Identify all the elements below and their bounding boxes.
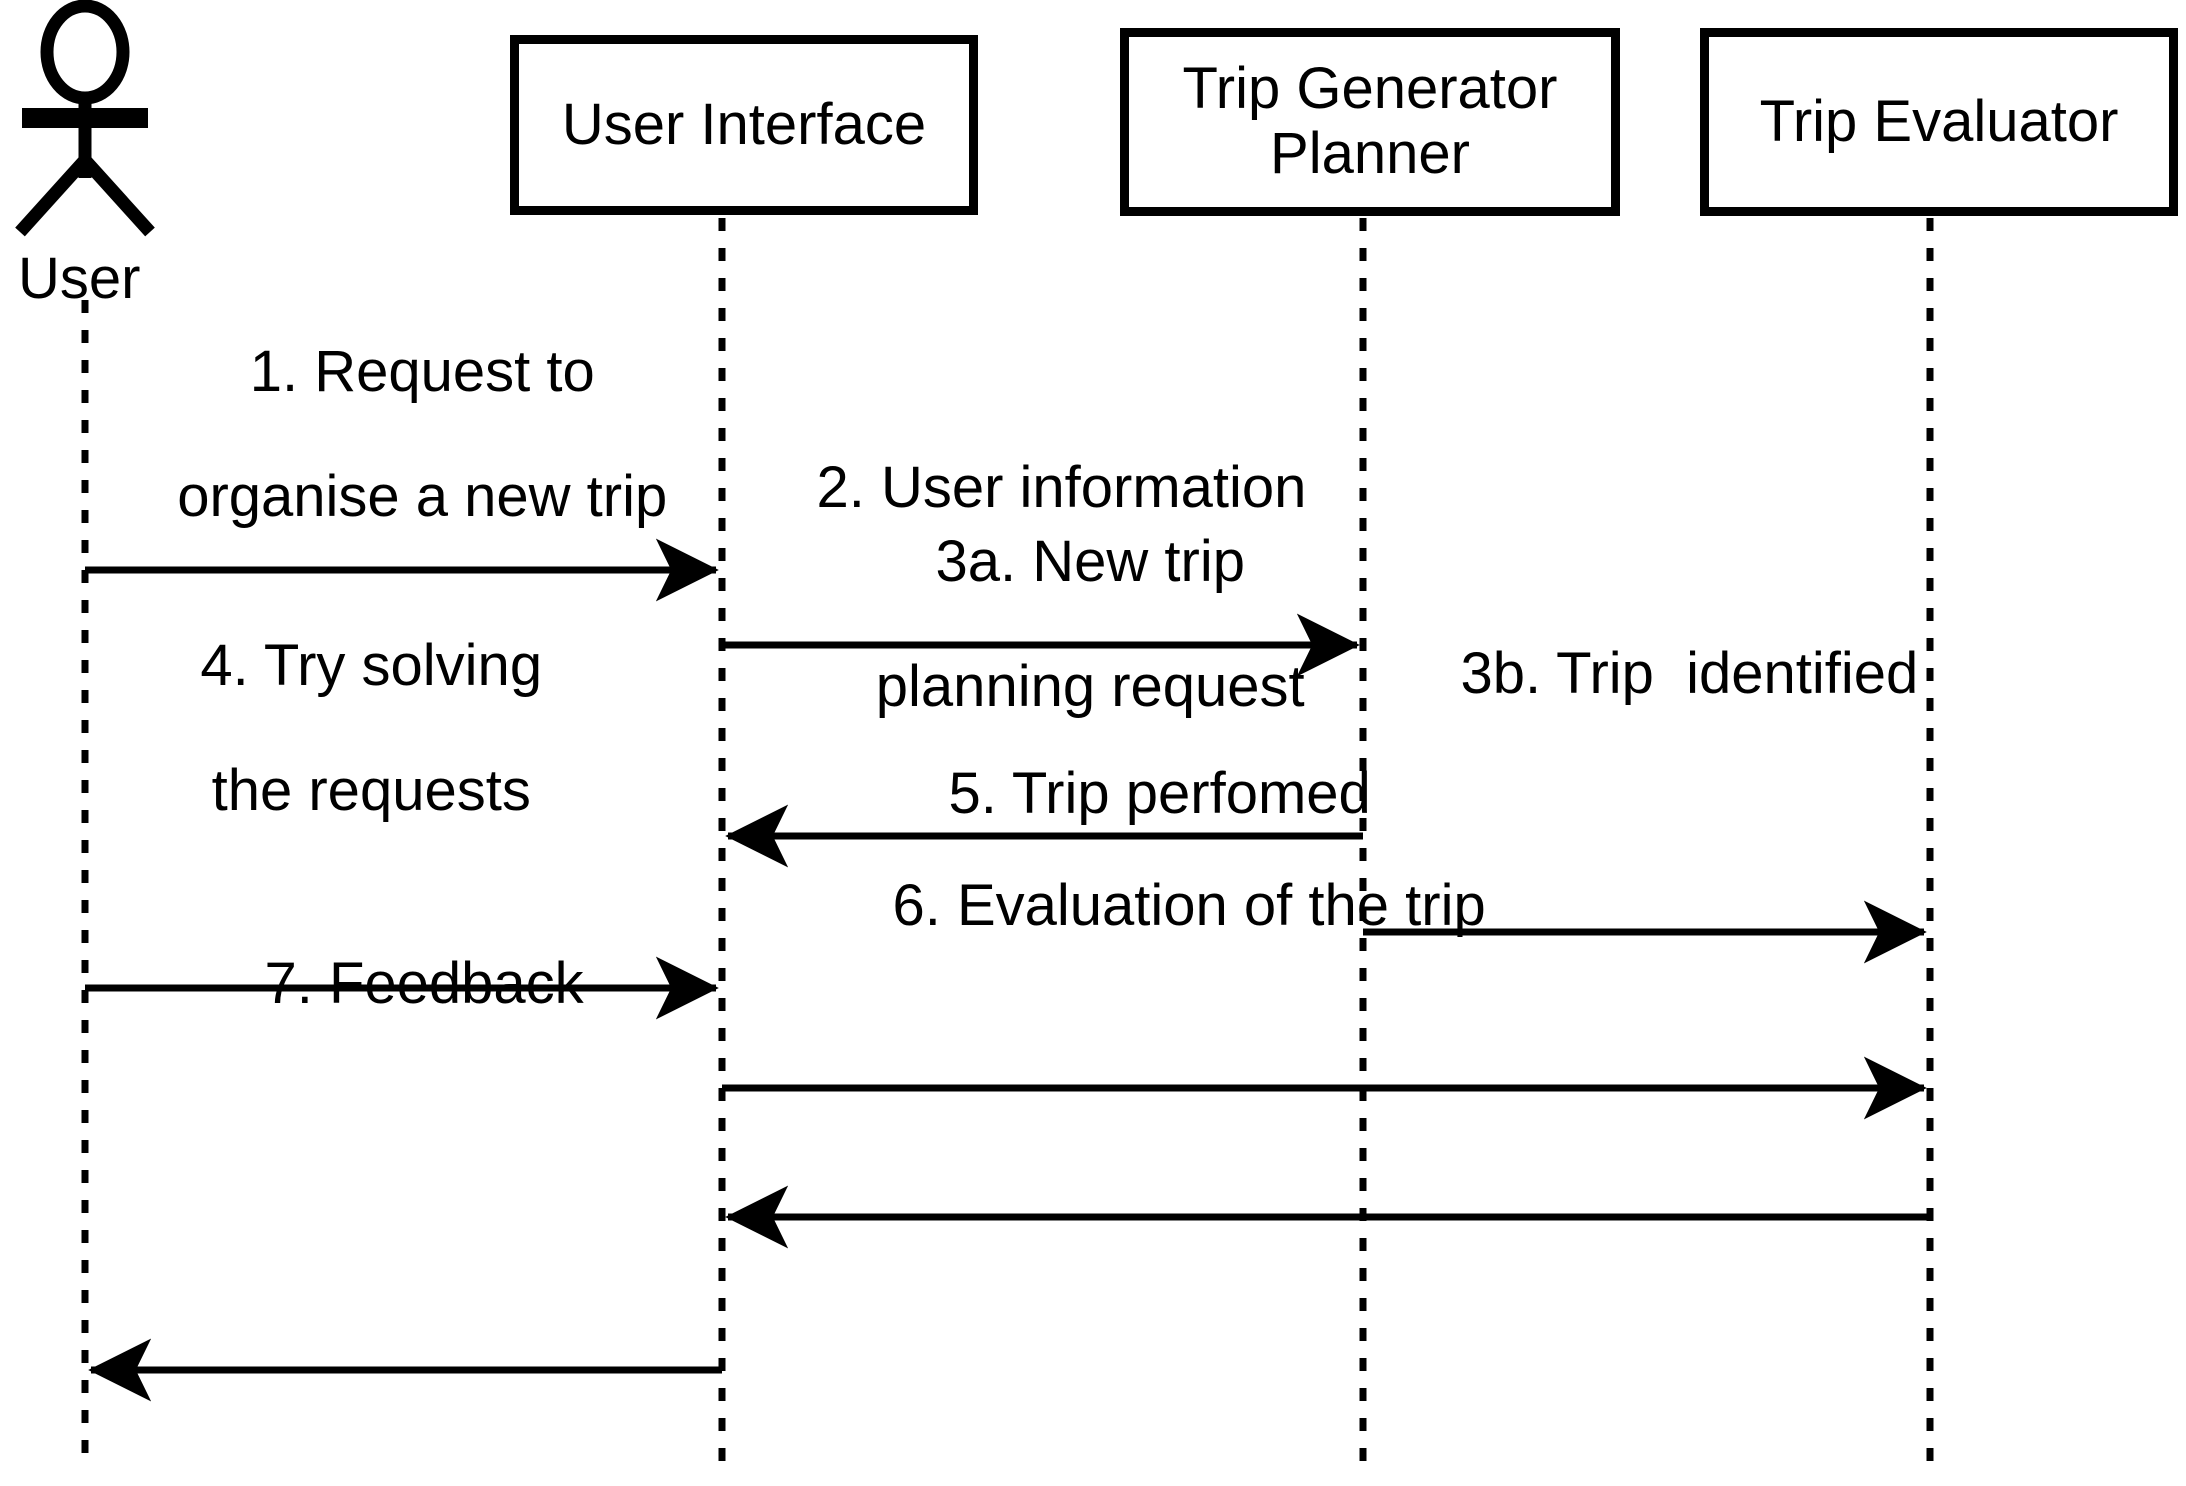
message-label-3b: 3b. Trip identified (1396, 580, 1918, 768)
participant-label-trip-generator-planner: Trip Generator Planner (1182, 56, 1558, 187)
participant-label-user-interface: User Interface (561, 91, 927, 157)
message-label-7-line-1: 7. Feedback (264, 950, 584, 1016)
participant-label-user: User (18, 246, 141, 311)
actor-user-figure (15, 0, 155, 237)
message-label-6: 6. Evaluation of the trip (828, 812, 1486, 1000)
message-label-6-line-1: 6. Evaluation of the trip (892, 872, 1486, 938)
message-label-3a-line-2: planning request (875, 653, 1305, 719)
message-label-5-line-1: 5. Trip perfomed (948, 760, 1371, 826)
participant-label-trip-evaluator: Trip Evaluator (1759, 88, 2119, 154)
participant-label-line-2: Planner (1270, 121, 1470, 186)
message-label-2-line-1: 2. User information (816, 454, 1307, 520)
message-label-3a-line-1: 3a. New trip (935, 528, 1245, 594)
participant-box-user-interface[interactable]: User Interface (510, 35, 978, 215)
message-label-2: 2. User information (752, 394, 1306, 582)
message-label-3a: 3a. New trip planning request (738, 468, 1378, 781)
participant-box-trip-generator-planner[interactable]: Trip Generator Planner (1120, 28, 1620, 216)
message-label-5: 5. Trip perfomed (884, 700, 1371, 888)
message-label-1-line-2: organise a new trip (177, 463, 668, 529)
message-label-4-line-1: 4. Try solving (200, 632, 543, 698)
message-label-4: 4. Try solving the requests (104, 572, 574, 885)
message-label-3b-line-1: 3b. Trip identified (1460, 640, 1919, 706)
message-label-7: 7. Feedback (200, 890, 584, 1078)
participant-box-trip-evaluator[interactable]: Trip Evaluator (1700, 28, 2178, 216)
participant-label-line-1: Trip Generator (1182, 56, 1558, 122)
message-label-1: 1. Request to organise a new trip (110, 278, 670, 591)
message-label-4-line-2: the requests (211, 757, 531, 823)
message-label-1-line-1: 1. Request to (249, 338, 595, 404)
